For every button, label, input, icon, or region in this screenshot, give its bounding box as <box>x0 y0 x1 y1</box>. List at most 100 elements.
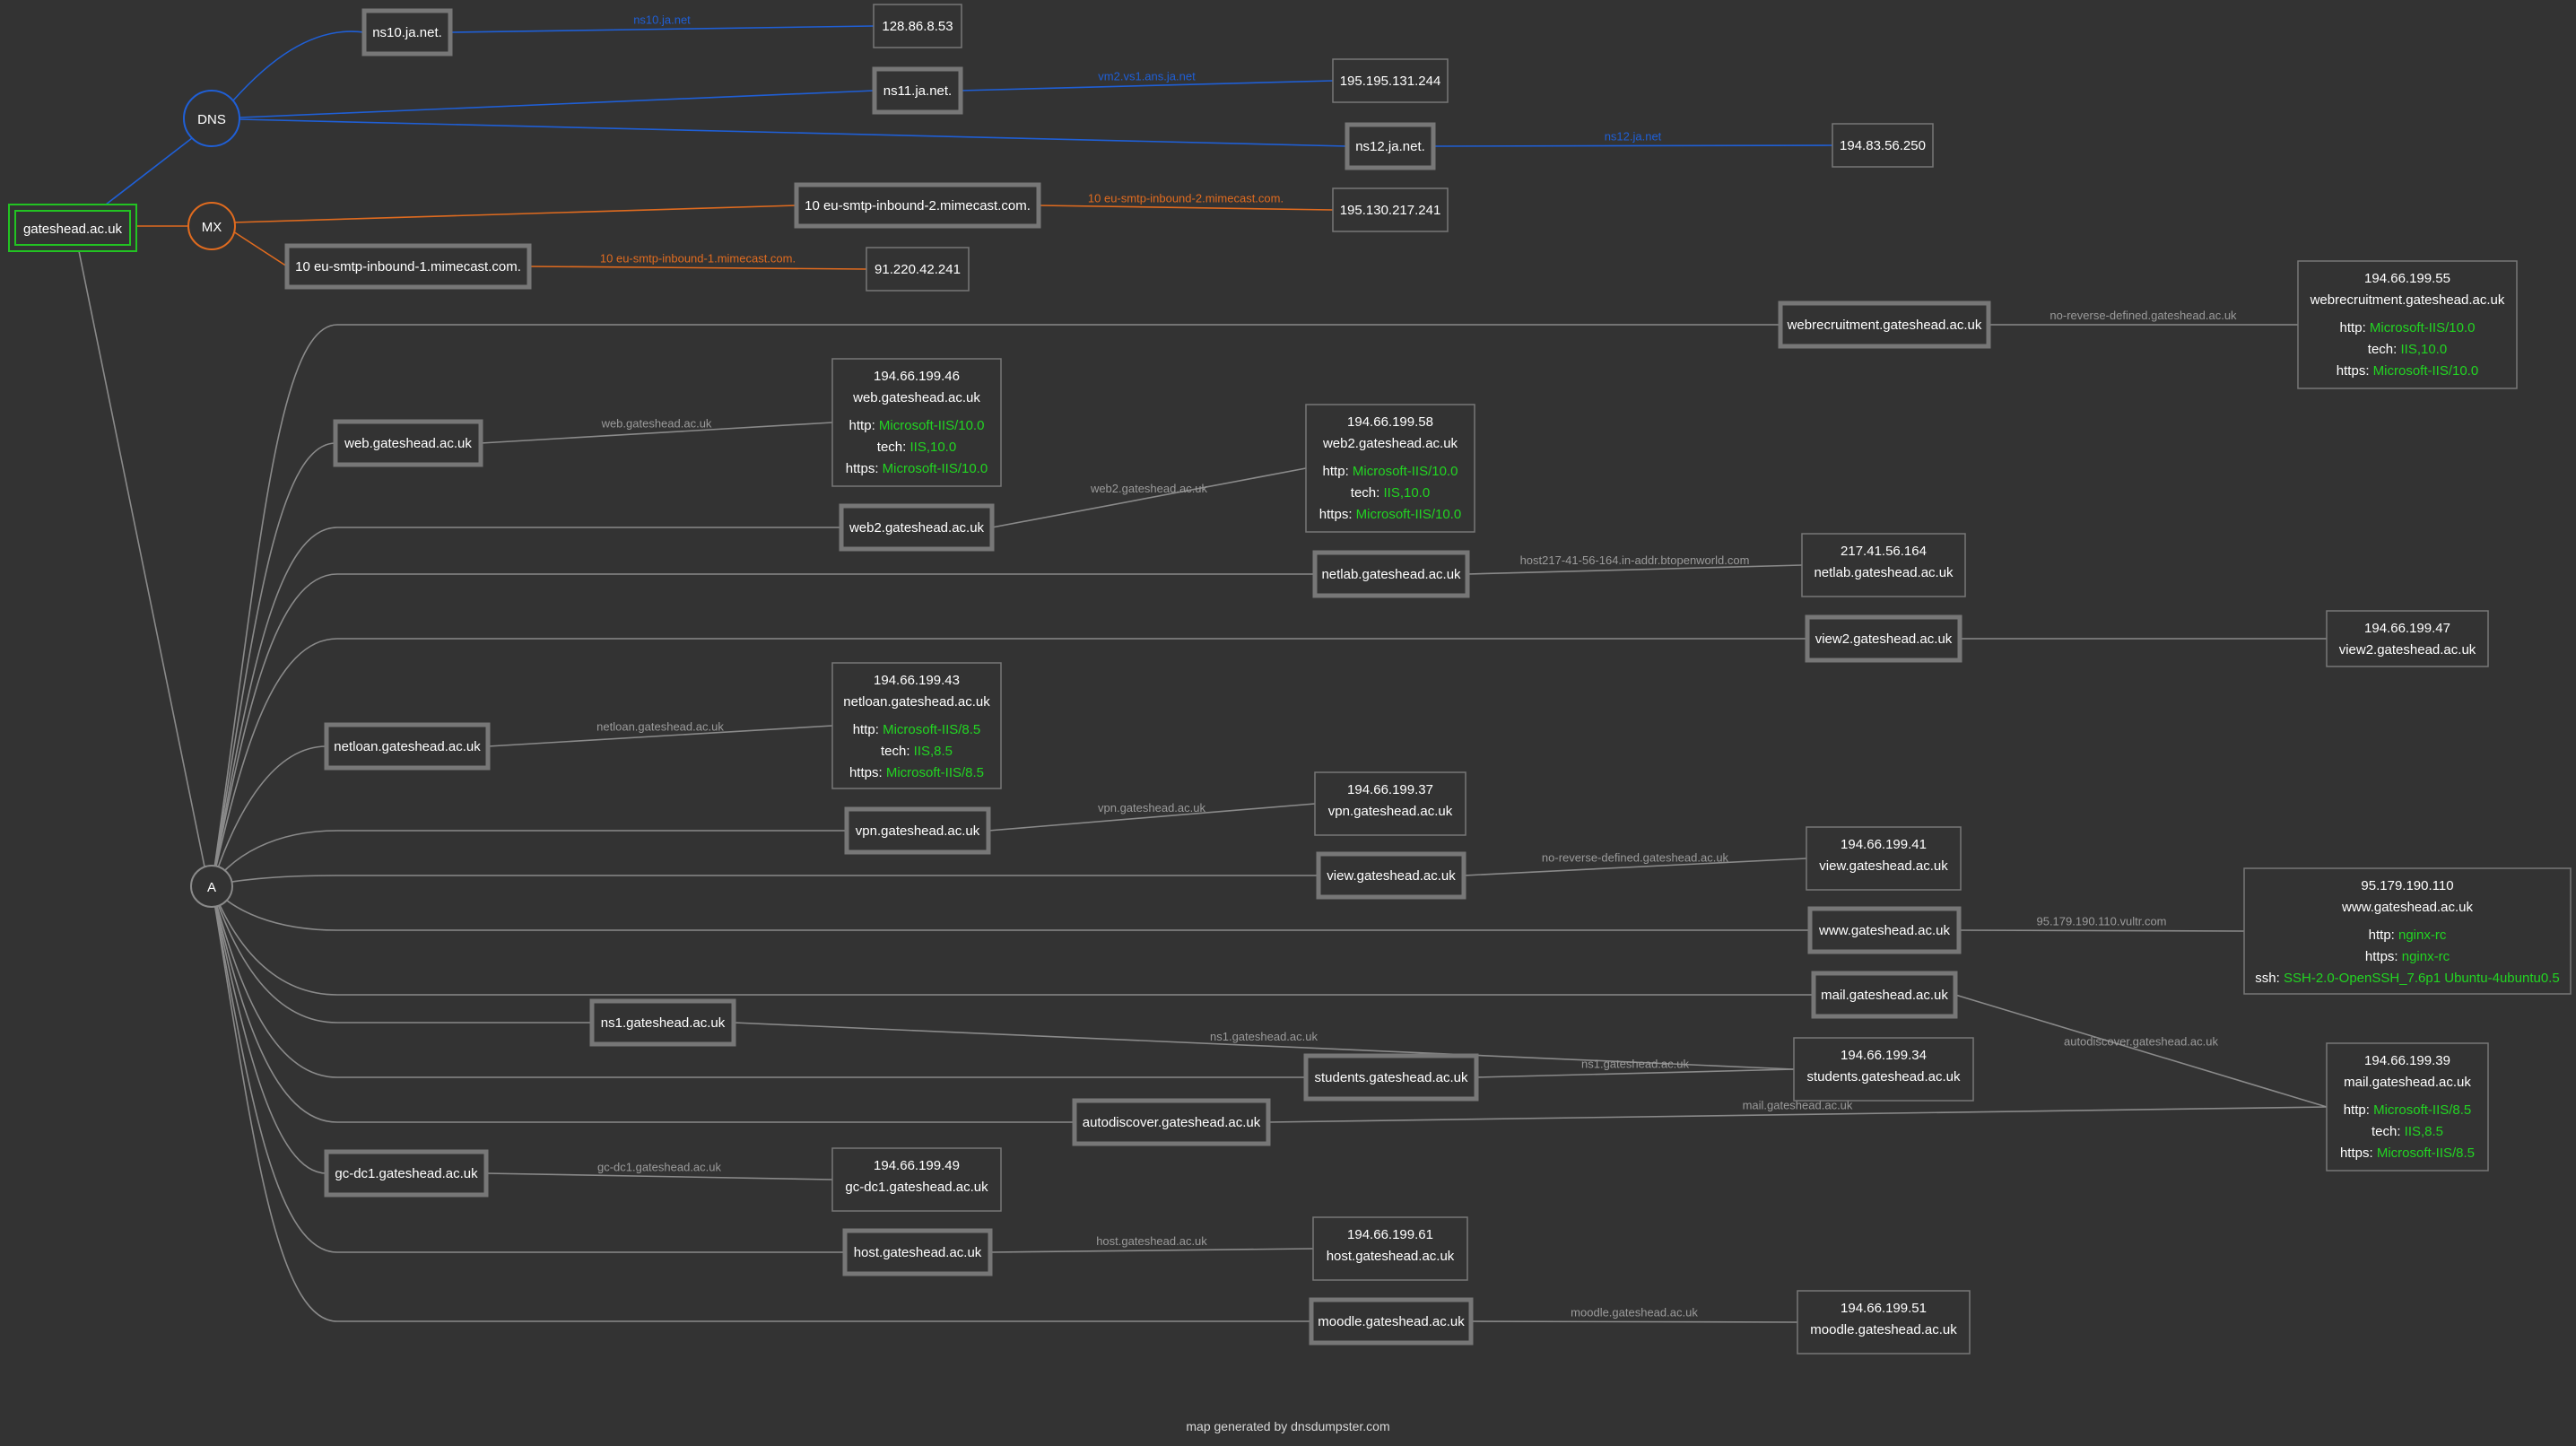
a-reverse-label: web2.gateshead.ac.uk <box>1090 482 1208 495</box>
a-host-node[interactable]: gc-dc1.gateshead.ac.uk <box>324 1149 489 1198</box>
edge-dns-ip <box>960 80 1334 91</box>
dns-ip-node[interactable]: 194.83.56.250 <box>1832 123 1934 168</box>
a-reverse-label: web.gateshead.ac.uk <box>601 417 712 431</box>
a-reverse-label: 95.179.190.110.vultr.com <box>2036 915 2166 928</box>
a-circle <box>190 865 233 908</box>
edge-a-host <box>211 324 1780 887</box>
a-host-node[interactable]: web.gateshead.ac.uk <box>333 419 483 467</box>
host-box-frame <box>1316 851 1466 900</box>
reverse-host-name: view.gateshead.ac.uk <box>1819 858 1948 874</box>
info-box-frame <box>873 4 962 48</box>
reverse-host-name: mail.gateshead.ac.uk <box>2344 1075 2471 1090</box>
edge-a-target <box>1954 994 2328 1108</box>
service-banner: https: nginx-rc <box>2365 949 2450 964</box>
dns-ip-node[interactable]: 128.86.8.53 <box>873 4 962 48</box>
mx-host-node[interactable]: 10 eu-smtp-inbound-1.mimecast.com. <box>284 243 532 290</box>
mx-ip-node[interactable]: 91.220.42.241 <box>866 247 970 292</box>
host-box-frame <box>844 806 991 855</box>
edge-a-target <box>487 725 833 747</box>
a-host-node[interactable]: ns1.gateshead.ac.uk <box>589 998 736 1047</box>
a-host-node[interactable]: netlab.gateshead.ac.uk <box>1312 550 1470 598</box>
edge-a-host <box>211 830 847 887</box>
a-host-node[interactable]: web2.gateshead.ac.uk <box>839 503 995 552</box>
ip-address: 194.66.199.34 <box>1841 1048 1927 1063</box>
info-box-frame <box>2243 867 2572 995</box>
edge-a-host <box>211 885 845 1253</box>
mx-ip-node[interactable]: 195.130.217.241 <box>1332 187 1449 232</box>
ip-address: 217.41.56.164 <box>1841 544 1927 559</box>
a-host-node[interactable]: students.gateshead.ac.uk <box>1303 1053 1479 1102</box>
host-name: vpn.gateshead.ac.uk <box>856 823 980 839</box>
a-host-node[interactable]: host.gateshead.ac.uk <box>842 1228 993 1276</box>
info-box-frame <box>831 358 1002 487</box>
mx-group-node[interactable]: MX <box>187 202 236 250</box>
host-box-frame <box>284 243 532 290</box>
info-box-frame <box>1797 1290 1971 1355</box>
a-host-node[interactable]: vpn.gateshead.ac.uk <box>844 806 991 855</box>
service-banner: tech: IIS,8.5 <box>2371 1124 2443 1139</box>
mx-label: MX <box>202 220 222 235</box>
a-host-node[interactable]: mail.gateshead.ac.uk <box>1811 971 1958 1019</box>
a-reverse-label: gc-dc1.gateshead.ac.uk <box>597 1161 722 1174</box>
edge-dns-ip <box>449 25 875 33</box>
edge-dns-host <box>239 90 875 118</box>
dns-host-node[interactable]: ns11.ja.net. <box>872 66 963 115</box>
host-name: netlab.gateshead.ac.uk <box>1321 567 1461 582</box>
reverse-host-name: web2.gateshead.ac.uk <box>1322 436 1458 451</box>
host-name: ns10.ja.net. <box>372 25 442 40</box>
a-host-node[interactable]: netloan.gateshead.ac.uk <box>324 722 491 771</box>
dns-host-node[interactable]: ns12.ja.net. <box>1345 122 1436 170</box>
a-reverse-label: ns1.gateshead.ac.uk <box>1581 1058 1689 1071</box>
a-reverse-label: mail.gateshead.ac.uk <box>1743 1099 1853 1112</box>
service-banner: https: Microsoft-IIS/10.0 <box>1319 507 1461 522</box>
a-host-node[interactable]: webrecruitment.gateshead.ac.uk <box>1778 301 1991 349</box>
dns-ip-node[interactable]: 195.195.131.244 <box>1332 58 1449 103</box>
edge-dns-host <box>232 30 365 101</box>
mx-host-node[interactable]: 10 eu-smtp-inbound-2.mimecast.com. <box>794 182 1041 229</box>
info-box-frame <box>1305 404 1475 533</box>
dns-group-node[interactable]: DNS <box>183 90 240 147</box>
info-box-frame <box>2326 1042 2489 1172</box>
a-host-node[interactable]: www.gateshead.ac.uk <box>1807 906 1962 954</box>
ip-address: 95.179.190.110 <box>2361 878 2453 893</box>
root-domain-node[interactable]: gateshead.ac.uk <box>8 204 137 252</box>
host-name: webrecruitment.gateshead.ac.uk <box>1787 318 1982 333</box>
host-name: ns12.ja.net. <box>1355 139 1425 154</box>
service-banner: ssh: SSH-2.0-OpenSSH_7.6p1 Ubuntu-4ubunt… <box>2255 971 2559 986</box>
ip-address: 91.220.42.241 <box>875 262 961 277</box>
service-banner: tech: IIS,10.0 <box>2368 342 2447 357</box>
a-host-node[interactable]: moodle.gateshead.ac.uk <box>1309 1297 1474 1346</box>
service-banner: https: Microsoft-IIS/8.5 <box>849 765 984 780</box>
root-domain-label: gateshead.ac.uk <box>23 222 123 237</box>
mx-circle <box>187 202 236 250</box>
reverse-host-name: netloan.gateshead.ac.uk <box>843 694 990 710</box>
host-box-frame <box>589 998 736 1047</box>
a-host-node[interactable]: autodiscover.gateshead.ac.uk <box>1072 1098 1271 1146</box>
footer-credit: map generated by dnsdumpster.com <box>1186 1419 1390 1433</box>
a-host-node[interactable]: view2.gateshead.ac.uk <box>1805 614 1962 663</box>
ip-target-194-66-199-55[interactable]: 194.66.199.55webrecruitment.gateshead.ac… <box>2297 260 2518 389</box>
host-box-frame <box>324 722 491 771</box>
info-box-frame <box>831 1147 1002 1212</box>
a-host-node[interactable]: view.gateshead.ac.uk <box>1316 851 1466 900</box>
a-group-node[interactable]: A <box>190 865 233 908</box>
dns-host-node[interactable]: ns10.ja.net. <box>361 8 453 57</box>
mx-reverse-label: 10 eu-smtp-inbound-1.mimecast.com. <box>600 252 796 266</box>
host-name: ns1.gateshead.ac.uk <box>601 1015 726 1031</box>
ip-target-194-66-199-43[interactable]: 194.66.199.43netloan.gateshead.ac.ukhttp… <box>831 662 1002 789</box>
a-reverse-label: vpn.gateshead.ac.uk <box>1098 801 1205 814</box>
ip-address: 194.66.199.51 <box>1841 1301 1927 1316</box>
